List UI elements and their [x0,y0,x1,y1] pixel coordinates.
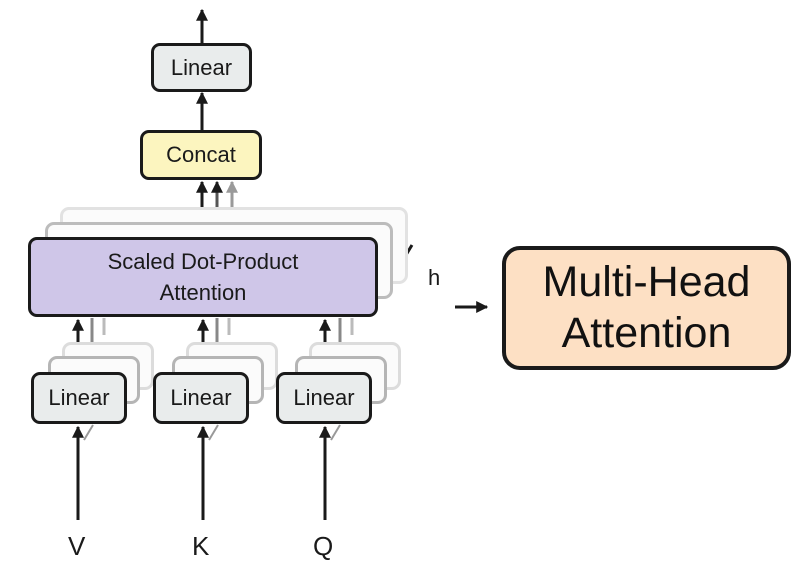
v-linear-box: Linear [31,372,127,424]
input-q-label: Q [313,531,334,561]
k-linear-box: Linear [153,372,249,424]
input-k-label: K [192,531,210,561]
multi-head-attention-box: Multi-Head Attention [502,246,791,370]
attention-label-line2: Attention [159,280,247,305]
q-linear-box: Linear [276,372,372,424]
heads-label: h [428,265,441,290]
result-label-line1: Multi-Head [542,258,751,306]
k-linear-label: Linear [170,385,232,410]
concat-box: Concat [140,130,262,180]
input-v-label: V [68,531,86,561]
attention-box: Scaled Dot-Product Attention [28,237,378,317]
v-linear-label: Linear [48,385,110,410]
output-linear-label: Linear [170,54,233,80]
output-linear-box: Linear [151,43,252,92]
q-linear-label: Linear [293,385,355,410]
attention-label-line1: Scaled Dot-Product [107,249,299,274]
concat-label: Concat [166,142,236,167]
result-label-line2: Attention [561,309,732,357]
